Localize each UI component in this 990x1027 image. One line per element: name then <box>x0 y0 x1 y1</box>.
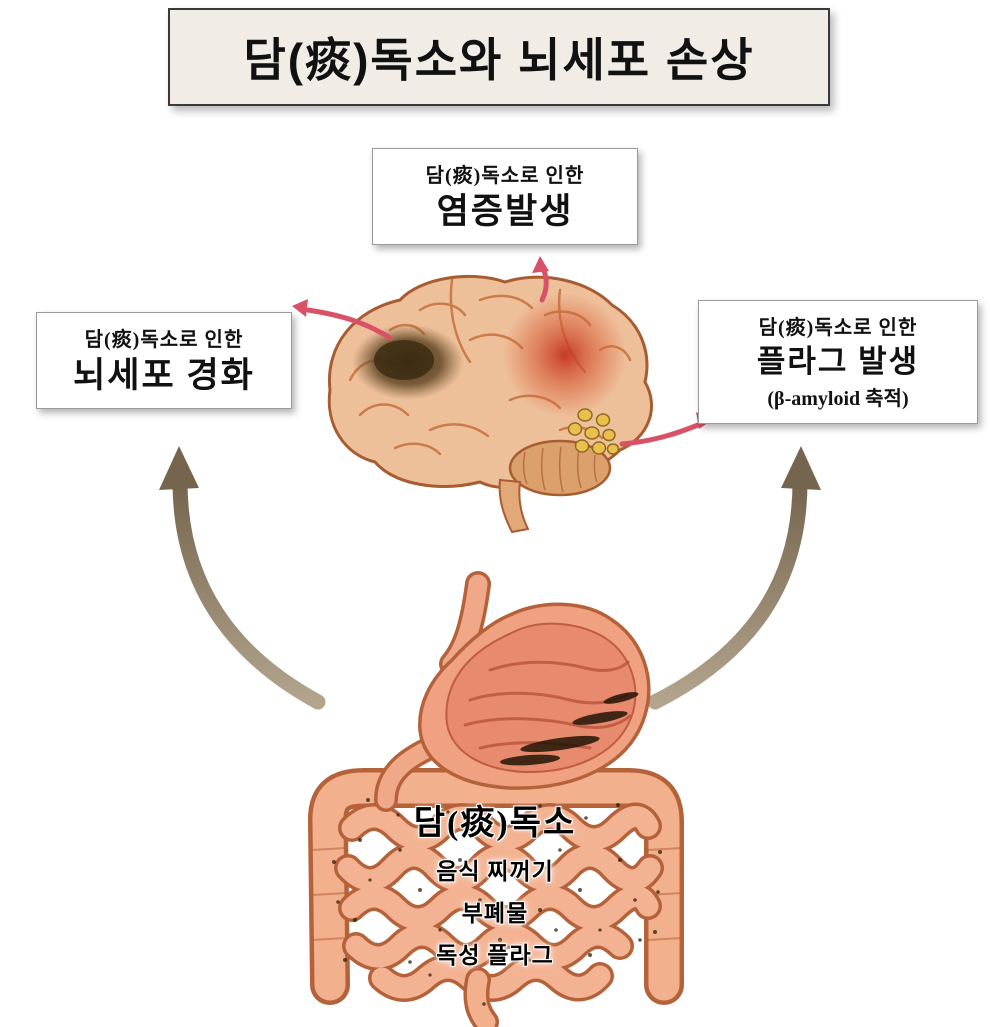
left-big-arrow <box>159 446 326 710</box>
stomach <box>418 602 651 790</box>
callout-plaque-subtitle: (β-amyloid 축적) <box>767 387 909 410</box>
gut-toxin-label: 담(痰)독소 음식 찌꺼기 부폐물 독성 플라그 <box>345 795 645 970</box>
small-intestine <box>334 802 664 1002</box>
gut-toxin-item-food-waste: 음식 찌꺼기 <box>436 859 554 884</box>
gut-toxin-item-decayed-matter: 부폐물 <box>461 901 529 926</box>
duodenum <box>374 736 442 812</box>
right-big-arrow <box>647 446 821 710</box>
callout-sclerosis-caption: 담(痰)독소로 인한 <box>84 329 244 351</box>
large-intestine <box>308 768 684 1005</box>
sclerosis-core <box>374 340 434 380</box>
callout-sclerosis-title: 뇌세포 경화 <box>73 356 255 395</box>
gut-toxin-title: 담(痰)독소 <box>413 805 577 842</box>
callout-plaque-title: 플라그 발생 <box>756 344 920 379</box>
amyloid-plaques <box>567 408 620 455</box>
rectum <box>463 967 499 1027</box>
callout-inflammation-title: 염증발생 <box>436 192 574 231</box>
toxin-speckles <box>332 798 662 1006</box>
cerebellum <box>508 439 612 497</box>
callout-sclerosis: 담(痰)독소로 인한 뇌세포 경화 <box>36 312 292 410</box>
callout-plaque-caption: 담(痰)독소로 인한 <box>758 317 918 339</box>
title-box: 담(痰)독소와 뇌세포 손상 <box>168 8 830 106</box>
callout-plaque: 담(痰)독소로 인한 플라그 발생 (β-amyloid 축적) <box>698 300 978 424</box>
brain-illustration <box>327 275 654 534</box>
brain-stem <box>498 478 530 534</box>
stomach-gut-illustration <box>308 571 684 1027</box>
page-title: 담(痰)독소와 뇌세포 손상 <box>243 34 755 86</box>
callout-inflammation-caption: 담(痰)독소로 인한 <box>425 165 585 187</box>
callout-inflammation: 담(痰)독소로 인한 염증발생 <box>372 148 638 246</box>
arrow-to-plaque <box>619 422 701 447</box>
inflammation-spot <box>503 293 627 417</box>
gut-toxin-item-toxic-plaque: 독성 플라그 <box>436 943 554 968</box>
arrow-to-sclerosis <box>305 307 393 341</box>
